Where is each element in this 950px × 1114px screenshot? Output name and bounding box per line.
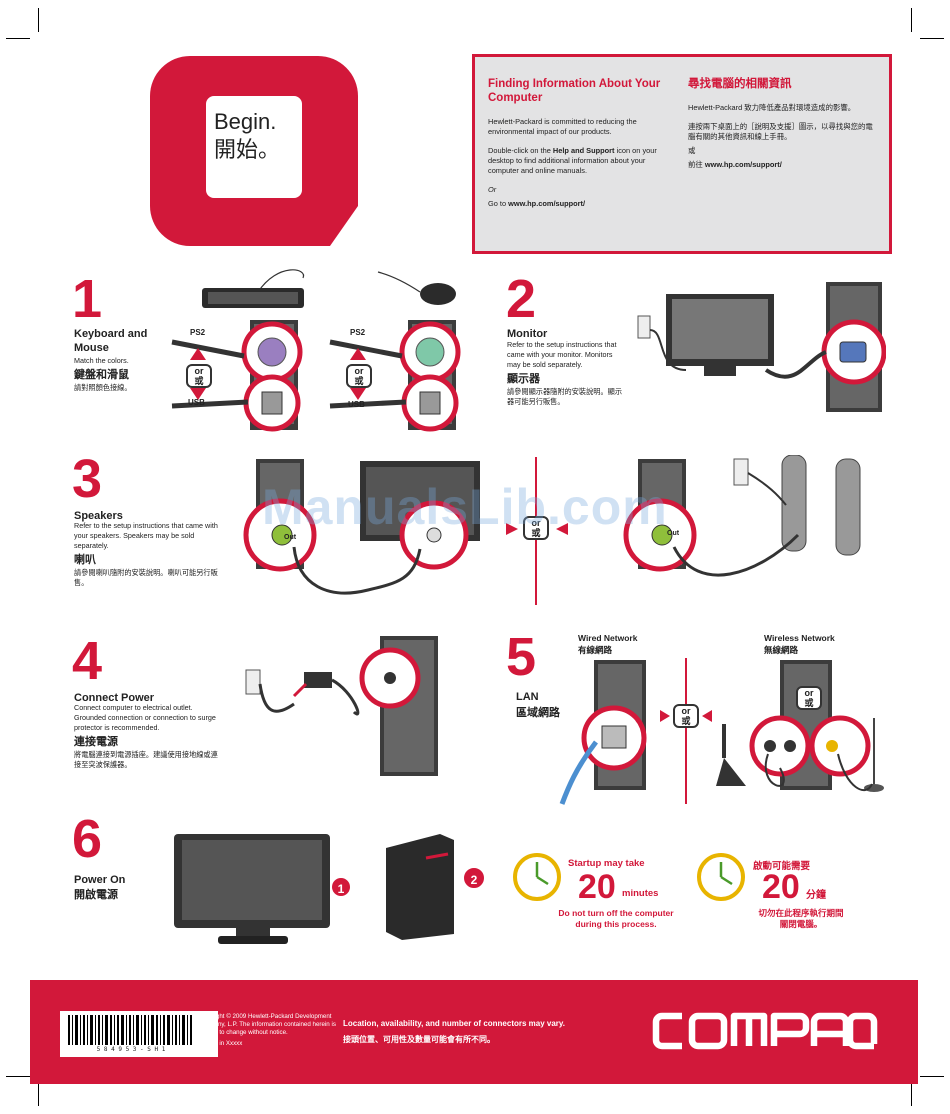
step-6-power-on-illustration: [174, 834, 454, 944]
startup-number-en: 20: [578, 868, 616, 906]
step-1-ps2-label-2: PS2: [350, 328, 366, 337]
step-3-desc-zh: 請參閱喇叭隨附的安裝說明。喇叭可能另行販售。: [74, 568, 218, 587]
compaq-wordmark-icon: [652, 1012, 878, 1050]
startup-unit-en: minutes: [622, 888, 659, 899]
step-3-out-label-2: Out: [667, 530, 680, 537]
step-5-network-illustration: [559, 658, 884, 805]
info-col-en: Finding Information About Your Computer …: [488, 77, 668, 218]
barcode: 5 8 4 9 5 3 - S H 1: [60, 1011, 218, 1057]
copyright-notice: Copyright © 2009 Hewlett-Packard Develop…: [198, 1013, 336, 1047]
barcode-number: 5 8 4 9 5 3 - S H 1: [96, 1046, 166, 1053]
crop-mark: [920, 38, 944, 39]
step-1-usb-label: USB: [188, 398, 205, 407]
startup-number-zh: 20: [762, 868, 800, 906]
step-1-number: 1: [72, 269, 102, 329]
step-4-title-zh: 連接電源: [74, 736, 118, 748]
step-2-number: 2: [506, 269, 536, 329]
step-4-desc-zh: 將電腦連接到電源插座。建議使用接地線或連接至突波保護器。: [74, 750, 218, 769]
step-3-number: 3: [72, 449, 102, 509]
step-5-number: 5: [506, 627, 536, 687]
info-goto-en: Go to www.hp.com/support/: [488, 199, 586, 208]
info-goto-zh: 前往 www.hp.com/support/: [688, 160, 782, 169]
info-p1-en: Hewlett-Packard is committed to reducing…: [488, 117, 637, 136]
info-col-zh: 尋找電腦的相關資訊 Hewlett-Packard 致力降低產品對環境造成的影響…: [688, 77, 878, 179]
clock-icon: [513, 853, 561, 901]
begin-heading: Begin. 開始。: [214, 108, 280, 164]
step-4-number: 4: [72, 631, 102, 691]
footer-note: Location, availability, and number of co…: [343, 1016, 565, 1048]
crop-mark: [38, 8, 39, 32]
step-1-title: Keyboard and Mouse: [74, 328, 148, 354]
step-6-title-zh: 開啟電源: [74, 889, 118, 901]
step-3-desc: Refer to the setup instructions that cam…: [74, 521, 218, 587]
info-or-zh: 或: [688, 146, 696, 155]
step-3-speakers-illustration: [243, 455, 861, 605]
step-3-title-zh: 喇叭: [74, 554, 96, 566]
crop-mark: [911, 8, 912, 32]
step-1-title-zh: 鍵盤和滑鼠: [74, 369, 129, 381]
step-2-desc-zh: 請參閱顯示器隨附的安裝說明。顯示器可能另行販售。: [507, 387, 623, 406]
footer-band: 5 8 4 9 5 3 - S H 1 Copyright © 2009 Hew…: [30, 980, 918, 1084]
step-2-title: Monitor: [507, 328, 548, 340]
step-1-desc: Match the colors. 鍵盤和滑鼠 請對照顏色接線。: [74, 356, 174, 393]
watermark: ManualsLib.com: [262, 479, 668, 535]
step-3-title: Speakers: [74, 510, 123, 522]
callout-2: 2: [462, 866, 486, 890]
step-4-title: Connect Power: [74, 692, 155, 704]
begin-en: Begin.: [214, 109, 277, 134]
crop-mark: [6, 1076, 30, 1077]
step-2-title-zh: 顯示器: [507, 373, 540, 385]
info-title-zh: 尋找電腦的相關資訊: [688, 78, 792, 90]
crop-mark: [6, 38, 30, 39]
step-1-usb-label-2: USB: [348, 400, 365, 409]
startup-label-zh: 啟動可能需要: [753, 861, 811, 872]
begin-zh: 開始。: [214, 137, 281, 162]
step-5-lan-zh: 區域網路: [516, 707, 560, 719]
mouse-icon: [377, 271, 456, 305]
info-title-en: Finding Information About Your Computer: [488, 78, 661, 104]
crop-mark: [38, 1082, 39, 1106]
step-4-desc: Connect computer to electrical outlet. G…: [74, 703, 218, 769]
support-link-zh[interactable]: www.hp.com/support/: [704, 160, 782, 169]
crop-mark: [920, 1076, 944, 1077]
barcode-icon: [68, 1015, 192, 1045]
step-1-keyboard-mouse-illustration: [171, 269, 461, 432]
clock-icon: [697, 853, 745, 901]
info-or-en: Or: [488, 185, 497, 194]
step-6-number: 6: [72, 809, 102, 869]
crop-mark: [911, 1082, 912, 1106]
info-p1-zh: Hewlett-Packard 致力降低產品對環境造成的影響。: [688, 103, 856, 112]
step-2-monitor-illustration: [637, 282, 886, 412]
footer-note-zh: 接頭位置、可用性及數量可能會有所不同。: [343, 1035, 495, 1044]
step-6-title: Power On: [74, 874, 126, 886]
startup-label-en: Startup may take: [568, 858, 645, 869]
info-box: Finding Information About Your Computer …: [472, 54, 892, 254]
callout-1: 1: [330, 876, 352, 898]
startup-warning-en: Do not turn off the computer during this…: [558, 908, 674, 929]
support-link[interactable]: www.hp.com/support/: [508, 199, 586, 208]
step-4-power-illustration: [245, 636, 438, 776]
startup-warning-zh: 切勿在此程序執行期間關閉電腦。: [758, 908, 844, 929]
step-5-lan: LAN: [516, 691, 539, 703]
step-1-desc-zh: 請對照顏色接線。: [74, 383, 132, 392]
info-p2-en: Double-click on the Help and Support ico…: [488, 146, 657, 175]
info-p2-zh: 連按兩下桌面上的［說明及支援］圖示，以尋找與您的電腦有關的其他資訊和線上手冊。: [688, 122, 873, 141]
compaq-q-logo-icon: [150, 56, 358, 246]
step-1-ps2-label: PS2: [190, 328, 206, 337]
step-3-out-label: Out: [284, 534, 297, 541]
step-2-desc: Refer to the setup instructions that cam…: [507, 340, 627, 407]
keyboard-icon: [202, 269, 305, 308]
footer-note-en: Location, availability, and number of co…: [343, 1019, 565, 1028]
startup-unit-zh: 分鐘: [806, 890, 826, 901]
